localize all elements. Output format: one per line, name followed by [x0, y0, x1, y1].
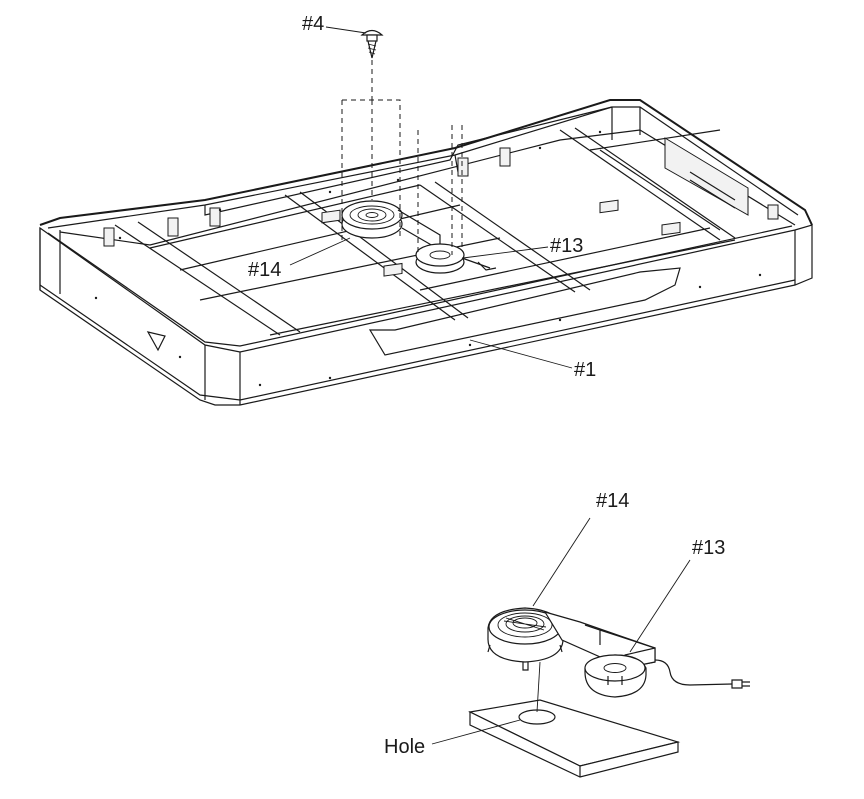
label-blower-13-detail: #13 — [692, 537, 725, 559]
cross-member-2 — [284, 194, 456, 321]
blower-14-installed — [341, 200, 441, 252]
label-blower-14-detail: #14 — [596, 490, 629, 512]
label-blower-14-top: #14 — [248, 259, 281, 281]
label-screw-4: #4 — [302, 13, 324, 35]
alignment-guides — [341, 60, 463, 255]
frame-outer-rim — [39, 99, 813, 226]
label-hole: Hole — [384, 736, 425, 758]
screw-4-part — [360, 29, 384, 59]
table-frame-assembly: #4 #14 #13 #1 — [39, 13, 813, 406]
blower-detail-view: #14 #13 Hole — [384, 490, 750, 778]
power-cord — [654, 659, 750, 689]
blower-13-installed — [415, 243, 497, 274]
mounting-hole — [518, 709, 556, 725]
triangle-marker — [146, 331, 166, 352]
screw-holes — [94, 130, 762, 387]
label-blower-13-top: #13 — [550, 235, 583, 257]
frame-front-side — [39, 224, 813, 406]
cross-member-1 — [114, 224, 281, 336]
blower-13-detail — [584, 654, 647, 698]
cross-member-4 — [559, 129, 721, 241]
cleat-blocks — [103, 147, 779, 277]
label-frame-1: #1 — [574, 359, 596, 381]
base-board — [468, 699, 681, 778]
